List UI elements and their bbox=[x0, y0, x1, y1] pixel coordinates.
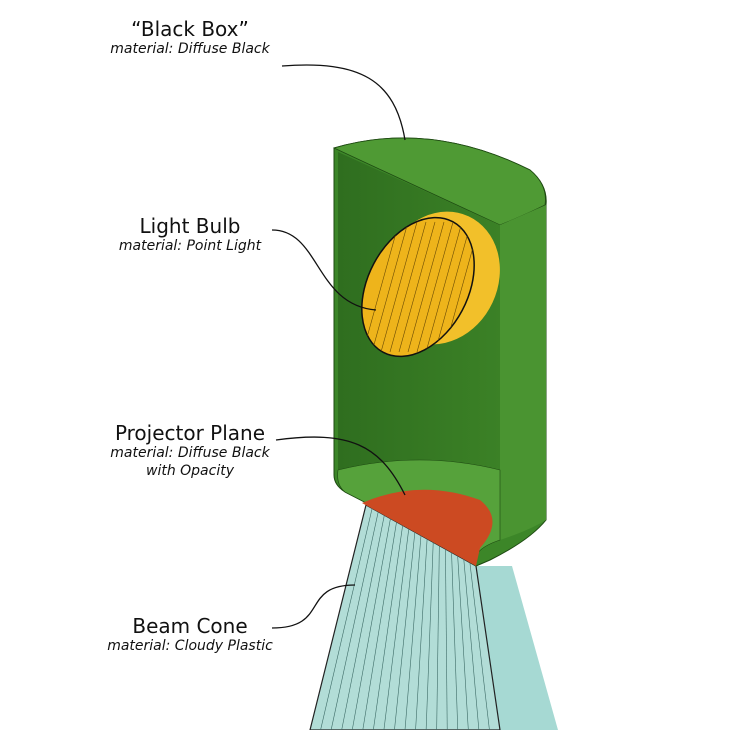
bulb-hatch-line bbox=[398, 221, 436, 353]
beam-hatch-line bbox=[404, 535, 422, 730]
label-title: Light Bulb bbox=[139, 214, 241, 238]
bulb-hatch-line bbox=[389, 221, 427, 353]
beam-hatch-line bbox=[445, 549, 448, 730]
bulb-hatch-line bbox=[425, 221, 463, 353]
beam-hatch-line bbox=[425, 542, 434, 730]
label-material: material: Diffuse Black bbox=[110, 41, 270, 57]
light-bulb bbox=[361, 211, 500, 358]
label-beam-cone: Beam Cone material: Cloudy Plastic bbox=[60, 615, 320, 655]
label-title: “Black Box” bbox=[131, 17, 249, 41]
beam-hatch-line bbox=[415, 538, 428, 730]
beam-hatch-line bbox=[320, 508, 373, 730]
beam-hatch-line bbox=[457, 555, 469, 730]
beam-hatch-line bbox=[469, 562, 490, 730]
beam-hatch-line bbox=[330, 511, 379, 730]
label-black-box: “Black Box” material: Diffuse Black bbox=[60, 18, 320, 58]
projector-plane bbox=[362, 489, 493, 566]
bulb-hatch-line bbox=[362, 221, 400, 353]
label-material-cont: with Opacity bbox=[146, 463, 234, 479]
beam-hatch-line bbox=[436, 545, 440, 730]
beam-hatch-line bbox=[394, 532, 416, 730]
beam-hatch-line bbox=[463, 559, 480, 730]
beam-hatch-line bbox=[362, 521, 397, 730]
beam-hatch-line bbox=[373, 525, 403, 730]
leader-lines bbox=[271, 64, 406, 629]
bulb-hatch-line bbox=[371, 221, 409, 353]
bulb-hatch-line bbox=[416, 221, 454, 353]
label-title: Beam Cone bbox=[132, 614, 248, 638]
beam-hatch-line bbox=[341, 515, 385, 730]
label-projector-plane: Projector Plane material: Diffuse Black … bbox=[60, 422, 320, 480]
bulb-hatch-line bbox=[407, 221, 445, 353]
label-title: Projector Plane bbox=[114, 421, 266, 445]
beam-hatch-line bbox=[351, 518, 391, 730]
bulb-hatch-line bbox=[380, 221, 418, 353]
beam-cone bbox=[309, 504, 558, 730]
black-box bbox=[332, 137, 547, 567]
label-light-bulb: Light Bulb material: Point Light bbox=[60, 215, 320, 255]
beam-hatch-line bbox=[451, 552, 459, 730]
label-material: material: Cloudy Plastic bbox=[107, 638, 273, 654]
label-material: material: Point Light bbox=[118, 238, 262, 254]
beam-hatch-line bbox=[383, 528, 410, 730]
bulb-hatch-line bbox=[434, 221, 472, 353]
label-material: material: Diffuse Black bbox=[110, 445, 270, 461]
